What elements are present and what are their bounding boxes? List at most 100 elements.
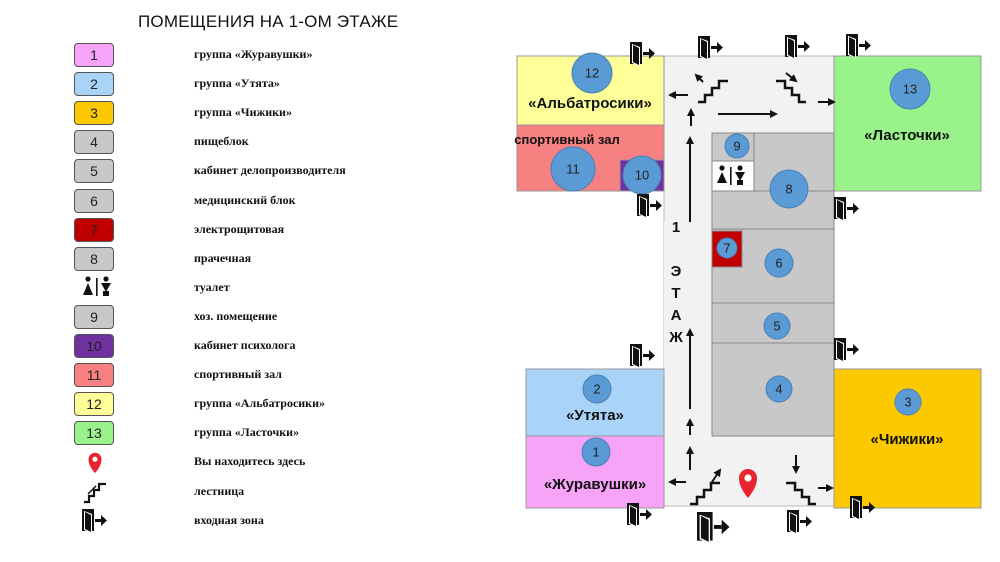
room-number-label: 8 [785, 182, 792, 197]
room-label-albatrosiki: «Альбатросики» [528, 95, 652, 112]
legend-swatch: 4 [74, 130, 114, 155]
legend-label: группа «Альбатросики» [194, 396, 326, 411]
corridor-letter: Ж [668, 329, 683, 346]
location-pin-icon [739, 469, 757, 498]
exit-door-icon [787, 510, 812, 534]
room-number-label: 13 [903, 82, 917, 97]
legend-item: 12 группа «Альбатросики» [74, 392, 394, 417]
legend-swatch: 6 [74, 188, 114, 213]
legend-swatch: 9 [74, 304, 114, 329]
corridor-letter: Т [671, 285, 680, 302]
legend-label: хоз. помещение [194, 308, 278, 323]
exit-door-icon [637, 194, 662, 218]
corridor-letter: А [671, 307, 682, 324]
legend-label: кабинет делопроизводителя [194, 163, 346, 178]
room-number-label: 5 [773, 319, 780, 334]
legend-label: прачечная [194, 250, 252, 265]
legend-label: кабинет психолога [194, 338, 296, 352]
room-number-label: 7 [723, 241, 730, 256]
room-label-sport-hall: спортивный зал [514, 132, 619, 147]
legend-label: лестница [194, 483, 245, 498]
room-number-5: 5 [763, 312, 791, 340]
room-number-label: 11 [566, 162, 580, 177]
room-number-4: 4 [765, 375, 793, 403]
room-number-8: 8 [769, 169, 809, 209]
toilet-room [711, 160, 755, 192]
stairs-icon [82, 480, 108, 504]
legend-swatch: 1 [74, 43, 114, 67]
legend-item: 7 электрощитовая [74, 217, 394, 242]
room-number-label: 12 [585, 66, 599, 81]
legend-swatch: 10 [74, 334, 114, 358]
legend-swatch: 13 [74, 421, 114, 446]
legend-item: 6 медицинский блок [74, 188, 394, 213]
exit-door-icon [82, 508, 108, 533]
room-number-label: 9 [733, 139, 740, 154]
legend-label: медицинский блок [194, 192, 296, 207]
corridor-label: 1 Э Т А Ж [668, 219, 683, 346]
legend-item: 9 хоз. помещение [74, 304, 394, 329]
room-number-label: 4 [775, 382, 782, 397]
legend-item: 3 группа «Чижики» [74, 101, 394, 126]
legend-swatch: 8 [74, 246, 114, 271]
legend-item: 2 группа «Утята» [74, 72, 394, 97]
floor-number: 1 [672, 219, 680, 236]
legend-swatch: 2 [74, 72, 114, 97]
room-number-10: 10 [622, 155, 662, 195]
room-number-11: 11 [550, 146, 596, 192]
room-number-label: 3 [904, 395, 911, 410]
legend-item: входная зона [74, 508, 394, 533]
legend-swatch: 3 [74, 101, 114, 126]
corridor-letter: Э [671, 263, 682, 280]
legend-item: 4 пищеблок [74, 130, 394, 155]
legend-label: Вы находитесь здесь [194, 454, 306, 469]
legend-item: Вы находитесь здесь [74, 450, 394, 474]
exit-door-icon [834, 338, 859, 362]
legend-swatch: 11 [74, 363, 114, 388]
exit-door-icon [785, 35, 810, 59]
room-number-label: 10 [635, 168, 649, 183]
legend-label: туалет [194, 279, 230, 294]
legend-label: входная зона [194, 512, 264, 527]
evacuation-arrows [668, 72, 836, 492]
room-1-zhuravushki: «Журавушки» [525, 435, 665, 509]
legend-item: 11 спортивный зал [74, 363, 394, 388]
legend-label: электрощитовая [194, 221, 285, 236]
legend-item: 10 кабинет психолога [74, 334, 394, 358]
legend-label: группа «Чижики» [194, 105, 292, 120]
legend-label: группа «Ласточки» [194, 425, 300, 440]
legend-swatch: 7 [74, 217, 114, 242]
room-number-6: 6 [764, 248, 794, 278]
room-label-lastochki: «Ласточки» [864, 127, 950, 144]
room-number-2: 2 [582, 374, 612, 404]
location-pin-icon [82, 450, 108, 474]
legend-item: 13 группа «Ласточки» [74, 421, 394, 446]
room-number-label: 1 [592, 445, 599, 460]
exit-door-icon [834, 197, 859, 221]
legend-item: лестница [74, 480, 394, 504]
legend-swatch: 12 [74, 392, 114, 417]
toilet-icon [82, 276, 111, 300]
room-label-zhuravushki: «Журавушки» [544, 476, 646, 493]
legend-label: спортивный зал [194, 367, 282, 382]
room-number-label: 2 [593, 382, 600, 397]
room-number-12: 12 [571, 52, 613, 94]
exit-door-icon [630, 344, 655, 368]
exit-door-icon [846, 34, 871, 58]
legend-label: группа «Утята» [194, 76, 280, 91]
room-number-label: 6 [775, 256, 782, 271]
legend-item: туалет [74, 276, 394, 300]
page-title: ПОМЕЩЕНИЯ НА 1-ОМ ЭТАЖЕ [138, 12, 399, 31]
room-number-9: 9 [724, 133, 750, 159]
toilet-icon [717, 165, 745, 185]
room-number-3: 3 [894, 388, 922, 416]
legend-item: 8 прачечная [74, 246, 394, 271]
room-label-utyata: «Утята» [566, 407, 624, 424]
legend-label: пищеблок [194, 134, 249, 149]
room-number-13: 13 [889, 68, 931, 110]
exit-door-icon [697, 512, 730, 544]
